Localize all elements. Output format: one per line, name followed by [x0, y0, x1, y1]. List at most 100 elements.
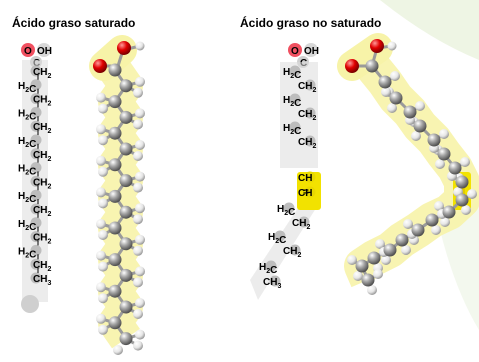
chain-group-label: H2C	[18, 246, 36, 260]
chain-group-label: H2C	[18, 191, 36, 205]
hydrogen-atom	[96, 313, 106, 324]
chain-group-label: CH2	[33, 233, 51, 246]
carbon-bubble	[30, 148, 42, 160]
carbon-bubble	[30, 175, 42, 187]
hydrogen-atom	[96, 282, 106, 293]
hydrogen-atom	[135, 329, 145, 340]
carbon-atom	[455, 193, 469, 207]
unsaturated-title: Ácido graso no saturado	[240, 15, 381, 30]
hydrogen-atom	[135, 108, 145, 119]
hydrogen-atom	[98, 166, 108, 177]
carbon-atom	[119, 205, 133, 219]
chain-group-label: CH2	[33, 67, 51, 80]
hydrogen-atom	[133, 309, 143, 319]
hydrogen-atom	[98, 293, 108, 304]
carbon-bubble	[30, 189, 42, 201]
saturated-structural-formula: OOHCCH2H2CCH2H2CCH2H2CCH2H2CCH2H2CCH2H2C…	[18, 43, 52, 313]
carbon-atom	[119, 237, 133, 251]
hydrogen-atom	[135, 234, 145, 245]
carbon-bubble	[304, 79, 316, 91]
hydrogen-atom	[347, 255, 357, 265]
carbon-bubble	[269, 275, 281, 287]
hydrogen-atom	[96, 124, 106, 135]
oxygen-label: O	[291, 46, 299, 57]
hydrogen-atom	[98, 324, 108, 335]
hydrogen-atom	[98, 261, 108, 272]
chain-group-label: CH2	[33, 122, 51, 135]
carbon-atom	[108, 63, 122, 77]
carbon-bubble	[30, 134, 42, 146]
chain-group-label: H2C	[18, 136, 36, 150]
carbon-bubble	[30, 65, 42, 77]
hydrogen-atom	[135, 41, 145, 51]
carbon-bubble	[289, 244, 301, 256]
carbon-bubble	[304, 135, 316, 147]
hydrogen-atom	[435, 159, 445, 169]
carbon-bubble	[30, 93, 42, 105]
carbon-atom	[108, 284, 122, 298]
hydrogen-atom	[381, 87, 391, 97]
chain-group-label: CH	[298, 173, 312, 184]
carbon-atom	[427, 133, 441, 147]
hydrogen-atom	[467, 189, 477, 199]
hydrogen-atom	[135, 203, 145, 214]
carbon-atom	[108, 316, 122, 330]
chain-group-label: H2C	[18, 164, 36, 178]
carbon-bubble	[283, 202, 295, 214]
carbon-atom	[365, 59, 379, 73]
oxygen-atom	[93, 59, 107, 73]
carbon-bubble	[289, 65, 301, 77]
hydrogen-atom	[133, 245, 143, 256]
chain-group-label: H2C	[259, 262, 277, 276]
chain-group-label: CH3	[33, 274, 51, 287]
hydrogen-atom	[98, 198, 108, 209]
chain-group-label: CH2	[283, 246, 301, 259]
carbon-bubble	[30, 162, 42, 174]
hydrogen-atom	[415, 101, 425, 111]
hydrogen-atom	[375, 239, 385, 249]
hydrogen-atom	[96, 155, 106, 166]
chain-shadow	[250, 205, 318, 300]
saturated-ball-model	[89, 35, 145, 355]
carbon-bubble	[304, 171, 316, 183]
carbon-atom	[119, 332, 133, 346]
chain-group-label: H2C	[18, 81, 36, 95]
oxygen-bubble	[288, 43, 302, 57]
hydrogen-atom	[98, 135, 108, 146]
carbon-atom	[119, 142, 133, 156]
hydrogen-atom	[439, 129, 449, 139]
oxygen-atom	[117, 41, 131, 55]
chain-group-label: CH2	[33, 260, 51, 273]
chain-group-label: H2C	[283, 67, 301, 81]
hydrogen-atom	[133, 277, 143, 288]
hydrogen-atom	[403, 219, 413, 229]
carbon-atom	[119, 174, 133, 188]
carbon-atom	[119, 110, 133, 124]
chain-group-label: CH2	[298, 81, 316, 94]
carbon-atom	[367, 251, 381, 265]
chain-group-label: CH3	[263, 277, 281, 290]
hydrogen-atom	[411, 131, 421, 141]
carbon-atom	[389, 91, 403, 105]
carbon-bubble	[30, 244, 42, 256]
carbon-bubble	[30, 106, 42, 118]
hydrogen-atom	[135, 171, 145, 182]
carbon-atom	[108, 189, 122, 203]
hydrogen-atom	[96, 250, 106, 261]
hydrogen-atom	[135, 140, 145, 150]
chain-group-label: H2C	[18, 108, 36, 122]
carbon-atom	[403, 105, 417, 119]
hydrogen-atom	[133, 214, 143, 225]
carbon-atom	[413, 119, 427, 133]
hydrogen-atom	[390, 71, 400, 81]
hydrogen-atom	[353, 271, 363, 281]
hydrogen-atom	[461, 205, 471, 215]
hydrogen-atom	[434, 201, 444, 211]
hydrogen-atom	[113, 345, 123, 355]
hydrogen-atom	[96, 92, 106, 103]
chain-group-label: CH2	[292, 218, 310, 231]
carbon-bubble	[30, 203, 42, 215]
hydrogen-atom	[133, 182, 143, 193]
hydrogen-atom	[373, 269, 383, 279]
carbon-bubble	[298, 216, 310, 228]
